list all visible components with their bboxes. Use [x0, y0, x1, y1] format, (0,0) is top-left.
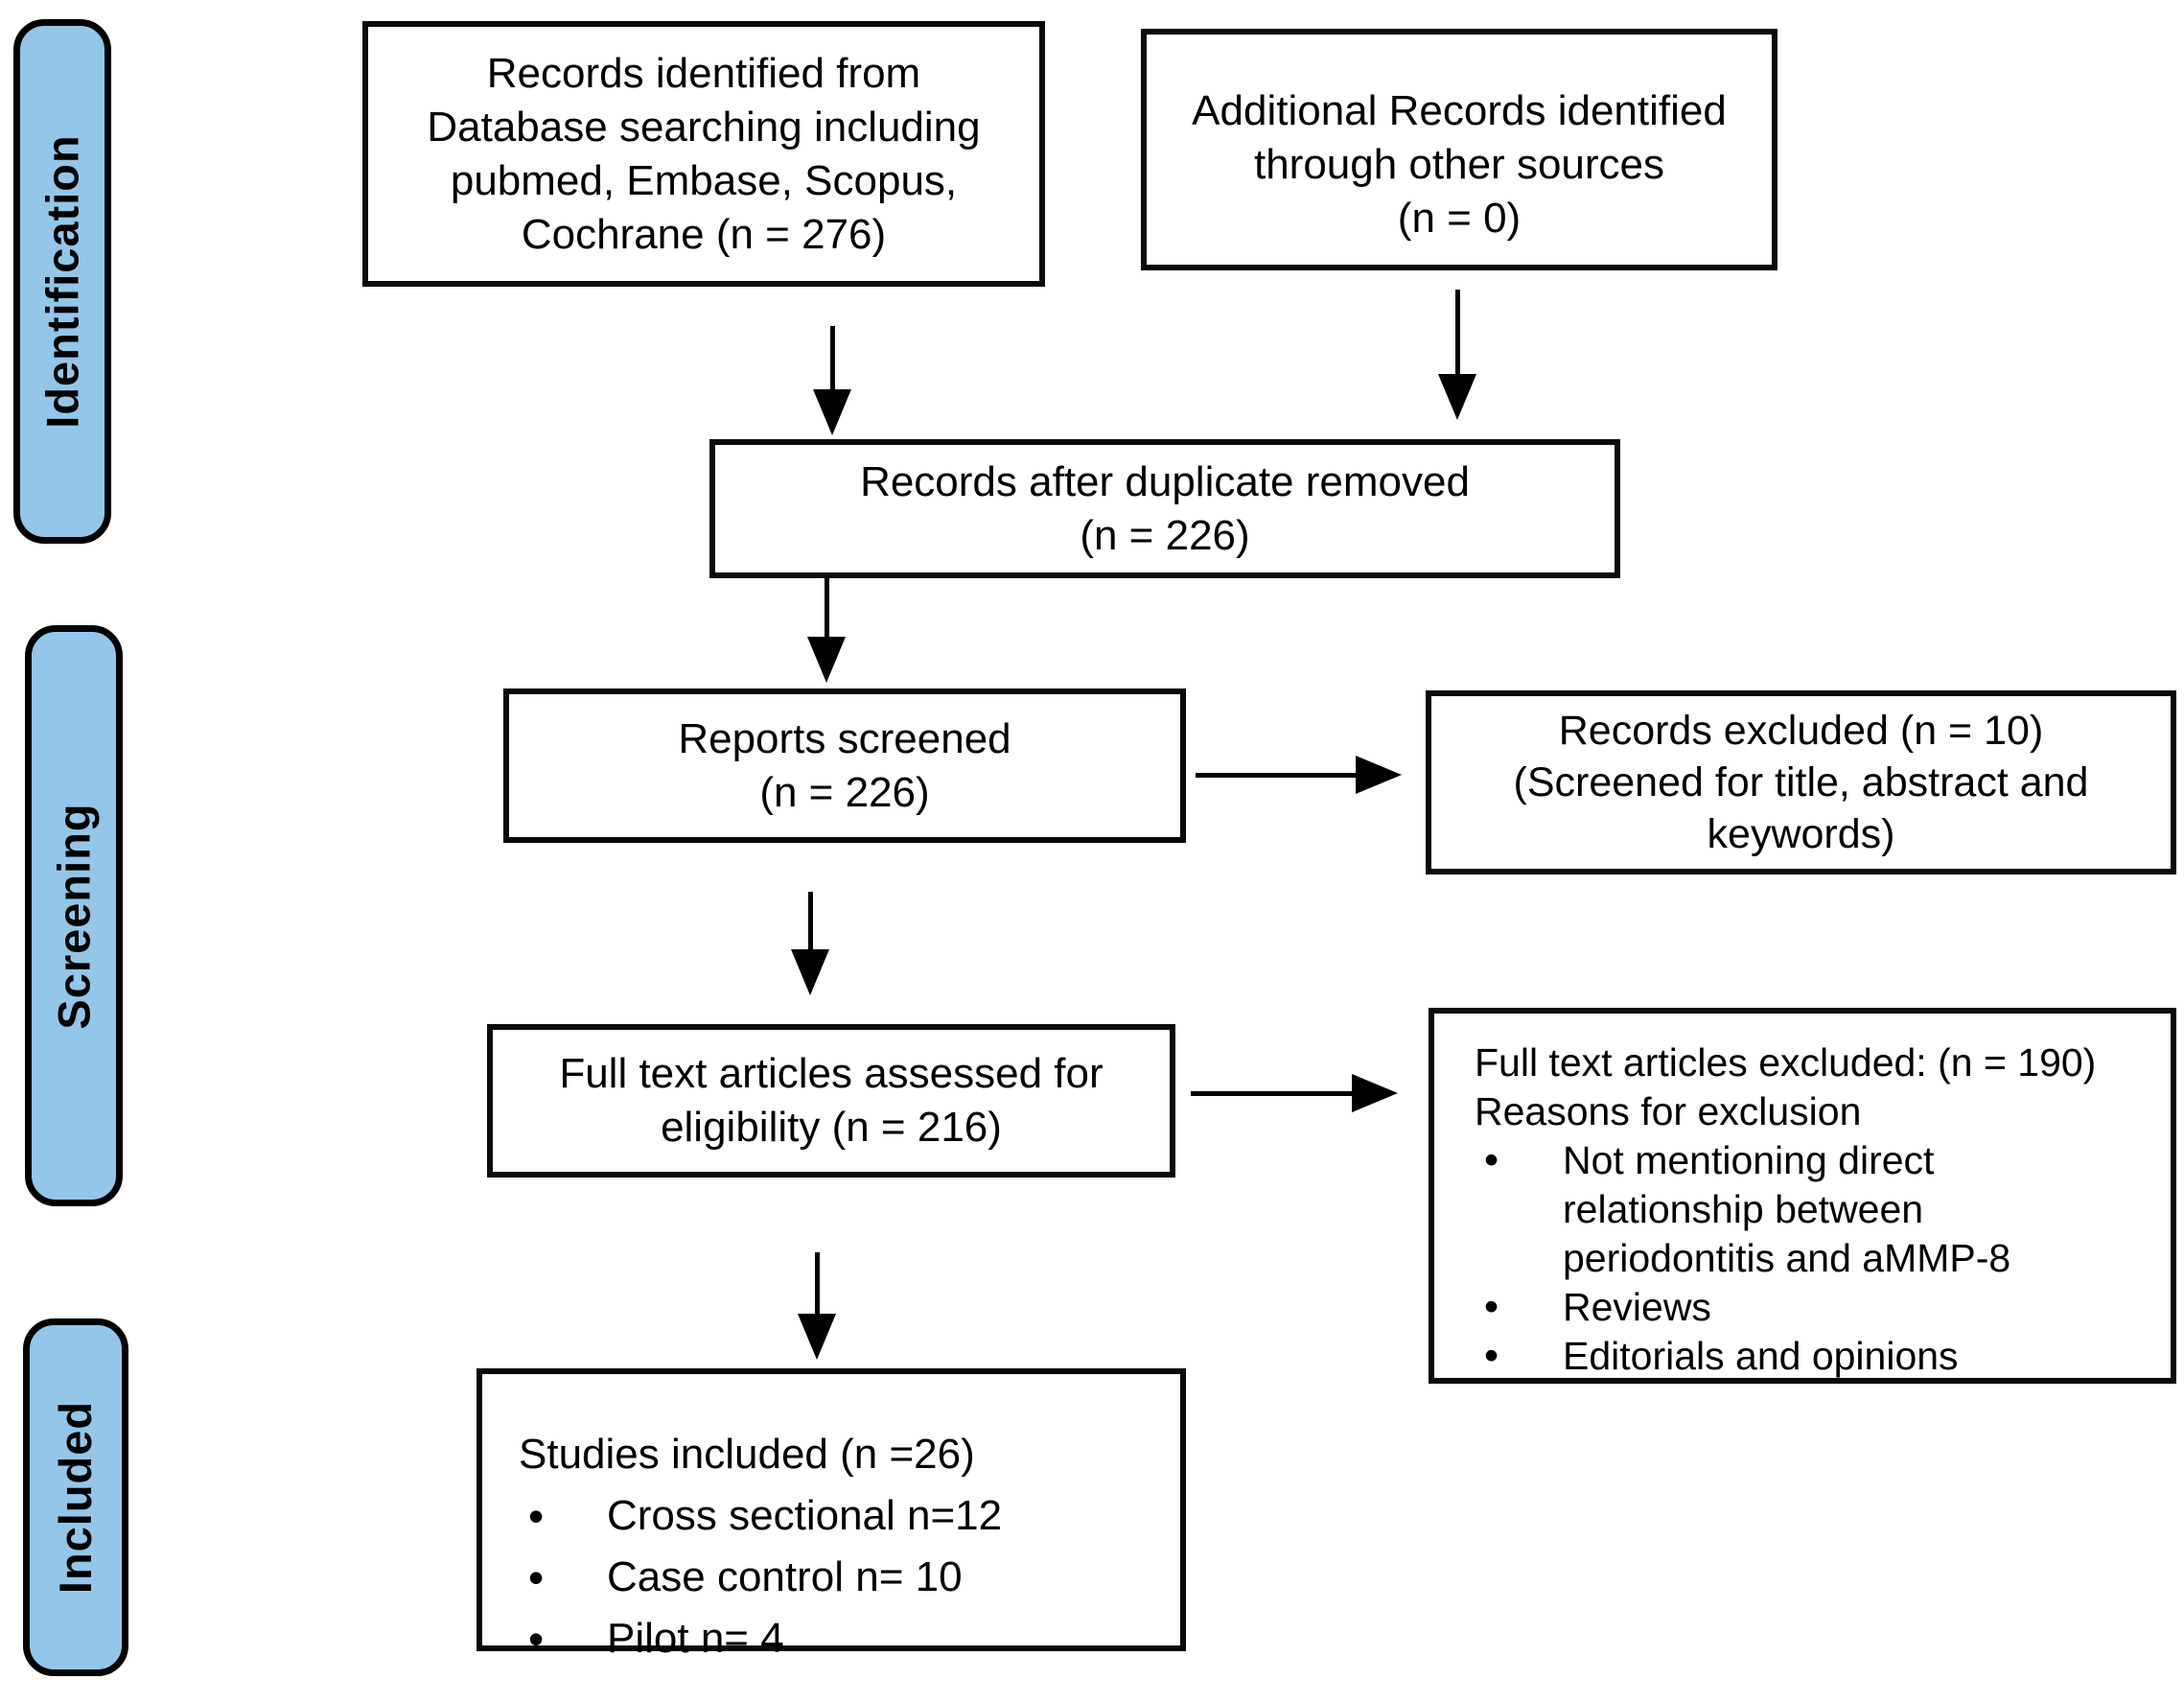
- arrow-head-down-icon: [1438, 374, 1476, 420]
- stage-screening-label: Screening: [48, 802, 100, 1030]
- box-fulltext-assessed: Full text articles assessed for eligibil…: [487, 1024, 1175, 1178]
- included-study-item: • Pilot n= 4: [519, 1608, 1161, 1669]
- box-records-excluded-line2: (Screened for title, abstract and: [1513, 759, 2089, 805]
- arrow-head-right-icon: [1356, 756, 1402, 794]
- arrow-head-down-icon: [791, 949, 829, 995]
- stage-identification: Identification: [13, 19, 111, 544]
- bullet-icon: •: [1484, 1333, 1499, 1379]
- box-records-excluded-line1: Records excluded (n = 10): [1558, 708, 2044, 754]
- box-reports-screened-line2: (n = 226): [759, 768, 930, 816]
- arrow-db-to-duplicates: [813, 326, 851, 435]
- box-fulltext-assessed-line1: Full text articles assessed for: [559, 1050, 1104, 1097]
- box-records-identified: Records identified from Database searchi…: [362, 21, 1045, 287]
- arrow-line: [824, 576, 829, 637]
- exclusion-reason-text: Reviews: [1563, 1285, 1711, 1329]
- included-study-item: • Cross sectional n=12: [519, 1485, 1161, 1547]
- arrow-line: [1454, 290, 1460, 374]
- exclusion-reason-item: • Editorials and opinions: [1475, 1332, 2148, 1381]
- box-records-excluded: Records excluded (n = 10) (Screened for …: [1426, 690, 2176, 875]
- arrow-line: [807, 892, 813, 949]
- box-fulltext-assessed-line2: eligibility (n = 216): [661, 1104, 1002, 1151]
- box-studies-included-title: Studies included (n =26): [519, 1431, 975, 1478]
- stage-identification-label: Identification: [36, 134, 88, 429]
- included-study-text: Pilot n= 4: [607, 1615, 784, 1662]
- arrow-duplicates-to-screened: [807, 576, 846, 683]
- arrow-line: [814, 1252, 820, 1314]
- arrow-screened-to-fulltext: [791, 892, 829, 995]
- bullet-icon: •: [528, 1491, 545, 1541]
- exclusion-reason-text: Editorials and opinions: [1563, 1334, 1959, 1378]
- stage-screening: Screening: [25, 625, 123, 1206]
- bullet-icon: •: [528, 1552, 545, 1602]
- arrow-line: [829, 326, 835, 389]
- box-after-duplicates: Records after duplicate removed (n = 226…: [709, 439, 1620, 578]
- box-studies-included: Studies included (n =26) • Cross section…: [476, 1368, 1186, 1664]
- arrow-head-down-icon: [807, 637, 846, 683]
- box-additional-records-line1: Additional Records identified: [1192, 87, 1727, 134]
- arrow-fulltext-to-included: [798, 1252, 836, 1360]
- box-after-duplicates-line2: (n = 226): [1080, 511, 1250, 559]
- included-study-item: • Case control n= 10: [519, 1547, 1161, 1608]
- stage-included: Included: [23, 1318, 128, 1676]
- box-after-duplicates-line1: Records after duplicate removed: [860, 457, 1470, 505]
- box-records-excluded-line3: keywords): [1707, 811, 1895, 857]
- bullet-icon: •: [1484, 1137, 1499, 1183]
- exclusion-reason-text: Not mentioning direct relationship betwe…: [1563, 1138, 2011, 1280]
- box-fulltext-excluded-title2: Reasons for exclusion: [1475, 1089, 1862, 1133]
- box-additional-records-line3: (n = 0): [1397, 195, 1522, 242]
- box-reports-screened: Reports screened (n = 226): [503, 688, 1186, 843]
- included-study-text: Cross sectional n=12: [607, 1492, 1003, 1539]
- arrow-line: [1191, 1090, 1352, 1096]
- box-records-identified-line1: Records identified from: [486, 49, 921, 97]
- box-additional-records: Additional Records identified through ot…: [1141, 29, 1777, 270]
- exclusion-reason-item: • Not mentioning direct relationship bet…: [1475, 1136, 2148, 1283]
- stage-included-label: Included: [50, 1400, 102, 1595]
- box-reports-screened-line1: Reports screened: [678, 714, 1011, 762]
- included-study-text: Case control n= 10: [607, 1553, 963, 1600]
- box-records-identified-line2: Database searching including: [427, 103, 981, 151]
- box-fulltext-excluded: Full text articles excluded: (n = 190) R…: [1429, 1008, 2176, 1384]
- arrow-head-down-icon: [798, 1314, 836, 1360]
- arrow-line: [1196, 772, 1356, 778]
- box-records-identified-line3: pubmed, Embase, Scopus,: [450, 156, 958, 204]
- arrow-head-down-icon: [813, 389, 851, 435]
- box-additional-records-line2: through other sources: [1253, 141, 1665, 188]
- bullet-icon: •: [528, 1614, 545, 1664]
- arrow-screened-to-excluded: [1196, 756, 1402, 794]
- box-records-identified-line4: Cochrane (n = 276): [521, 210, 887, 258]
- arrow-other-to-duplicates: [1438, 290, 1476, 420]
- arrow-head-right-icon: [1352, 1074, 1398, 1112]
- exclusion-reason-item: • Reviews: [1475, 1283, 2148, 1332]
- box-fulltext-excluded-title1: Full text articles excluded: (n = 190): [1475, 1040, 2097, 1085]
- arrow-fulltext-to-reasons: [1191, 1074, 1398, 1112]
- bullet-icon: •: [1484, 1284, 1499, 1330]
